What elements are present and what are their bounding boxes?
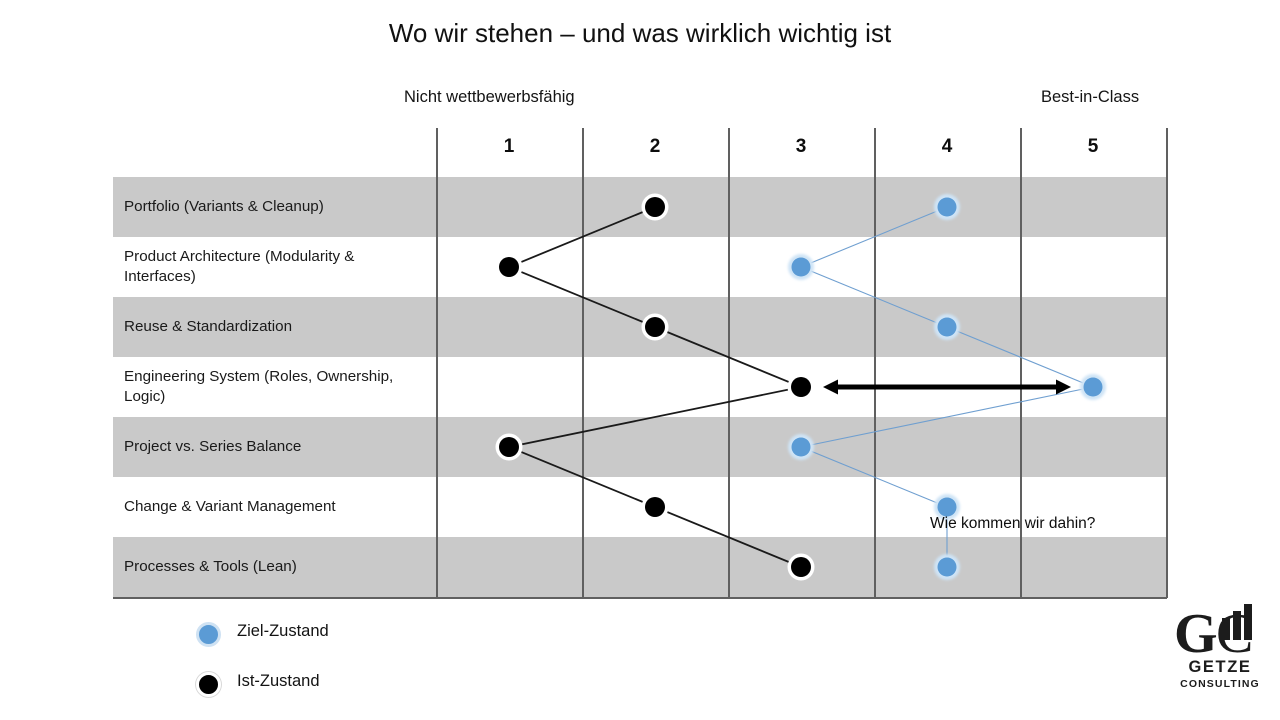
row-label: Project vs. Series Balance (124, 438, 302, 455)
gridline (1166, 128, 1168, 598)
target-marker-icon (196, 622, 221, 647)
row-label: Product Architecture (Modularity & Inter… (124, 248, 355, 285)
company-logo: G C GETZE CONSULTING (1168, 600, 1272, 700)
annotation-label: Wie kommen wir dahin? (930, 515, 1096, 532)
gridline (436, 128, 438, 598)
scale-high-caption: Best-in-Class (1041, 88, 1140, 106)
chart-row: Processes & Tools (Lean) (113, 537, 1167, 597)
legend-label: Ziel-Zustand (237, 622, 329, 640)
row-label: Portfolio (Variants & Cleanup) (124, 198, 324, 215)
scale-tick-5: 5 (1087, 136, 1099, 157)
chart-row: Project vs. Series Balance (113, 417, 1167, 477)
scale-low-caption: Nicht wettbewerbsfähig (404, 88, 575, 106)
axis-bottom-line (113, 597, 1167, 599)
gridline (582, 128, 584, 598)
chart-row: Reuse & Standardization (113, 297, 1167, 357)
chart-row: Portfolio (Variants & Cleanup) (113, 177, 1167, 237)
legend-label: Ist-Zustand (237, 672, 320, 690)
chart-plot-area: Portfolio (Variants & Cleanup) Product Ar… (113, 128, 1168, 599)
logo-company-subtitle: CONSULTING (1180, 678, 1260, 690)
chart-row: Product Architecture (Modularity & Inter… (113, 237, 1167, 297)
scale-tick-3: 3 (795, 136, 807, 157)
current-marker-icon (196, 672, 221, 697)
logo-company-name: GETZE (1188, 658, 1252, 676)
scale-header: 1 2 3 4 5 (436, 128, 1167, 177)
scale-tick-4: 4 (941, 136, 953, 157)
gridline (728, 128, 730, 598)
page-title: Wo wir stehen – und was wirklich wichtig… (388, 18, 892, 48)
svg-text:G: G (1174, 603, 1218, 658)
row-label: Processes & Tools (Lean) (124, 558, 297, 575)
svg-text:C: C (1216, 603, 1253, 658)
gc-monogram-icon: G C (1174, 603, 1253, 658)
row-label: Reuse & Standardization (124, 318, 293, 335)
row-label: Engineering System (Roles, Ownership, Lo… (124, 368, 394, 405)
gridline (874, 128, 876, 598)
scale-tick-1: 1 (503, 136, 515, 157)
chart-row: Engineering System (Roles, Ownership, Lo… (113, 357, 1167, 417)
scale-tick-2: 2 (649, 136, 661, 157)
row-label: Change & Variant Management (124, 498, 336, 515)
